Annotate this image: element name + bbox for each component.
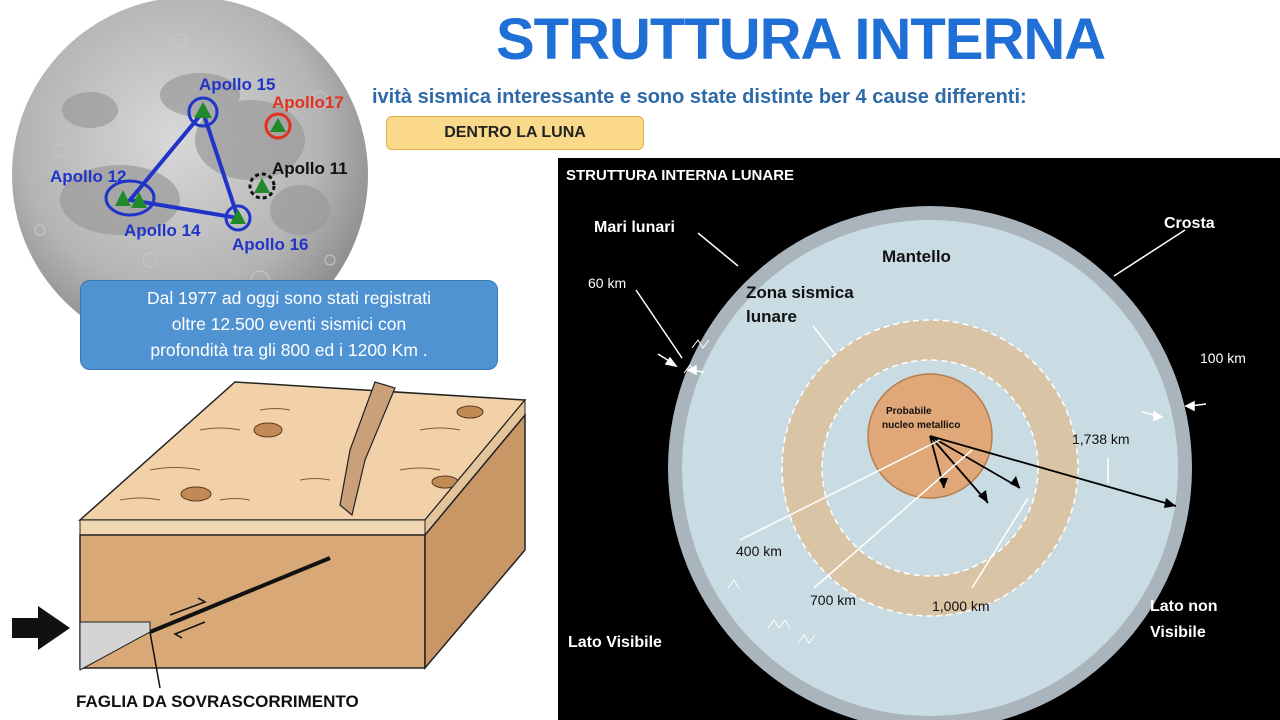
fault-scarp xyxy=(339,381,396,517)
label-core-1: Probabile xyxy=(886,406,932,417)
lunar-structure-diagram: STRUTTURA INTERNA LUNARE Mari lunari Cro… xyxy=(558,158,1280,720)
label-depth-100: 100 km xyxy=(1200,350,1246,366)
info-line-2: oltre 12.500 eventi sismici con xyxy=(171,314,407,334)
label-far-side-1: Lato non xyxy=(1150,598,1218,615)
apollo-16-marker-icon xyxy=(230,209,246,224)
apollo-15-ring xyxy=(187,96,219,128)
apollo-11-ring xyxy=(248,172,276,200)
seismic-network-lines xyxy=(126,110,241,221)
apollo-14-marker-icon xyxy=(131,192,147,208)
label-maria: Mari lunari xyxy=(594,219,675,236)
apollo-17-ring xyxy=(264,112,292,140)
depth-arrowheads xyxy=(938,476,1176,508)
label-apollo-15: Apollo 15 xyxy=(199,75,276,94)
label-mantle: Mantello xyxy=(882,247,951,266)
fault-plane xyxy=(149,556,331,634)
apollo-17-marker-icon xyxy=(270,118,286,132)
label-far-side-2: Visibile xyxy=(1150,624,1206,641)
label-apollo-16: Apollo 16 xyxy=(232,235,309,254)
label-depth-400: 400 km xyxy=(736,543,782,559)
label-depth-60: 60 km xyxy=(588,275,626,291)
apollo-16-ring xyxy=(224,204,252,232)
apollo-15-marker-icon xyxy=(194,102,212,118)
fault-caption: FAGLIA DA SOVRASCORRIMENTO xyxy=(76,692,359,711)
page-subtitle: ività sismica interessante e sono state … xyxy=(372,86,1027,108)
moon-disk xyxy=(12,0,368,350)
info-line-1: Dal 1977 ad oggi sono stati registrati xyxy=(146,288,432,308)
block-front xyxy=(79,534,426,669)
moon-map: Apollo 15 Apollo17 Apollo 11 Apollo 12 A… xyxy=(12,0,368,350)
info-line-3: profondità tra gli 800 ed i 1200 Km . xyxy=(150,340,428,360)
label-depth-700: 700 km xyxy=(810,592,856,608)
moon-craters xyxy=(34,33,336,290)
seismic-info-box: Dal 1977 ad oggi sono stati registrati o… xyxy=(80,280,498,370)
push-arrow-icon xyxy=(12,606,70,650)
label-apollo-11: Apollo 11 xyxy=(272,159,348,178)
regolith-layer xyxy=(79,519,426,536)
crust-thickness-arrows xyxy=(657,353,1207,422)
label-seismic-zone-2: lunare xyxy=(746,307,797,326)
thrust-fault-diagram xyxy=(12,381,527,689)
label-core-2: nucleo metallico xyxy=(882,420,960,431)
leader-lines xyxy=(635,229,1186,589)
label-crust: Crosta xyxy=(1164,215,1215,232)
slip-arrow-down-icon xyxy=(173,621,206,639)
label-depth-1000: 1,000 km xyxy=(932,598,990,614)
apollo-11-marker-icon xyxy=(254,178,270,193)
label-apollo-14: Apollo 14 xyxy=(124,221,201,240)
label-radius: 1,738 km xyxy=(1072,431,1130,447)
impact-craters xyxy=(180,405,484,502)
label-apollo-17: Apollo17 xyxy=(272,93,344,112)
page-title: STRUTTURA INTERNA xyxy=(496,7,1106,72)
label-seismic-zone-1: Zona sismica xyxy=(746,283,854,302)
slip-arrow-up-icon xyxy=(169,597,207,616)
section-tag: DENTRO LA LUNA xyxy=(386,116,644,150)
label-apollo-12: Apollo 12 xyxy=(50,167,127,186)
label-visible-side: Lato Visibile xyxy=(568,634,662,651)
block-side xyxy=(424,412,526,671)
panel-title: STRUTTURA INTERNA LUNARE xyxy=(566,167,794,184)
surface-texture xyxy=(119,408,461,501)
apollo-12-marker-icon xyxy=(115,190,131,206)
caption-pointer xyxy=(149,631,161,689)
apollo-12-14-ring xyxy=(104,179,156,217)
